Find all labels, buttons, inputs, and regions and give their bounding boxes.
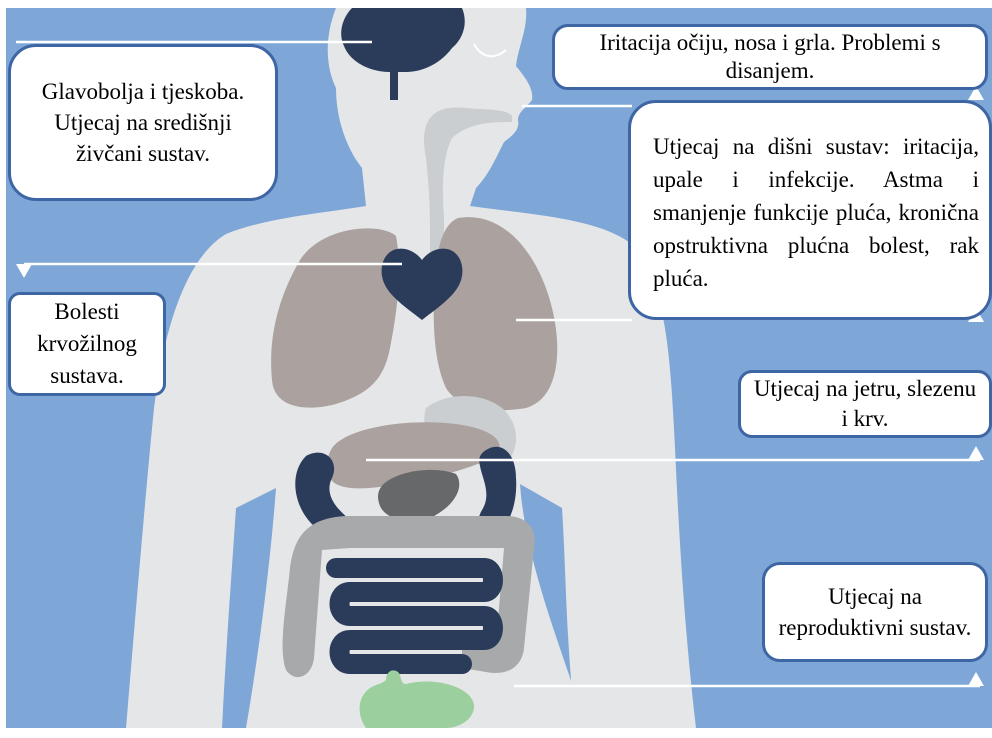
callout-reproductive-text: Utjecaj na reproduktivni sustav. (775, 581, 975, 643)
callout-liver-spleen-blood-text: Utjecaj na jetru, slezenu i krv. (751, 374, 979, 434)
callout-reproductive: Utjecaj na reproduktivni sustav. (762, 562, 988, 662)
callout-respiratory-text: Utjecaj na dišni sustav: iritacija, upal… (653, 130, 979, 295)
callout-cardiovascular-text: Bolesti krvožilnog sustava. (15, 296, 159, 392)
callout-cardiovascular: Bolesti krvožilnog sustava. (8, 292, 166, 396)
small-intestine (336, 568, 493, 664)
callout-head-text: Glavobolja i tjeskoba. Utjecaj na središ… (21, 76, 265, 169)
callout-respiratory: Utjecaj na dišni sustav: iritacija, upal… (628, 100, 992, 320)
callout-liver-spleen-blood: Utjecaj na jetru, slezenu i krv. (738, 370, 992, 438)
callout-eyes-nose-throat: Iritacija očiju, nosa i grla. Problemi s… (552, 24, 988, 90)
callout-head: Glavobolja i tjeskoba. Utjecaj na središ… (8, 44, 278, 201)
callout-eyes-nose-throat-text: Iritacija očiju, nosa i grla. Problemi s… (563, 29, 977, 85)
